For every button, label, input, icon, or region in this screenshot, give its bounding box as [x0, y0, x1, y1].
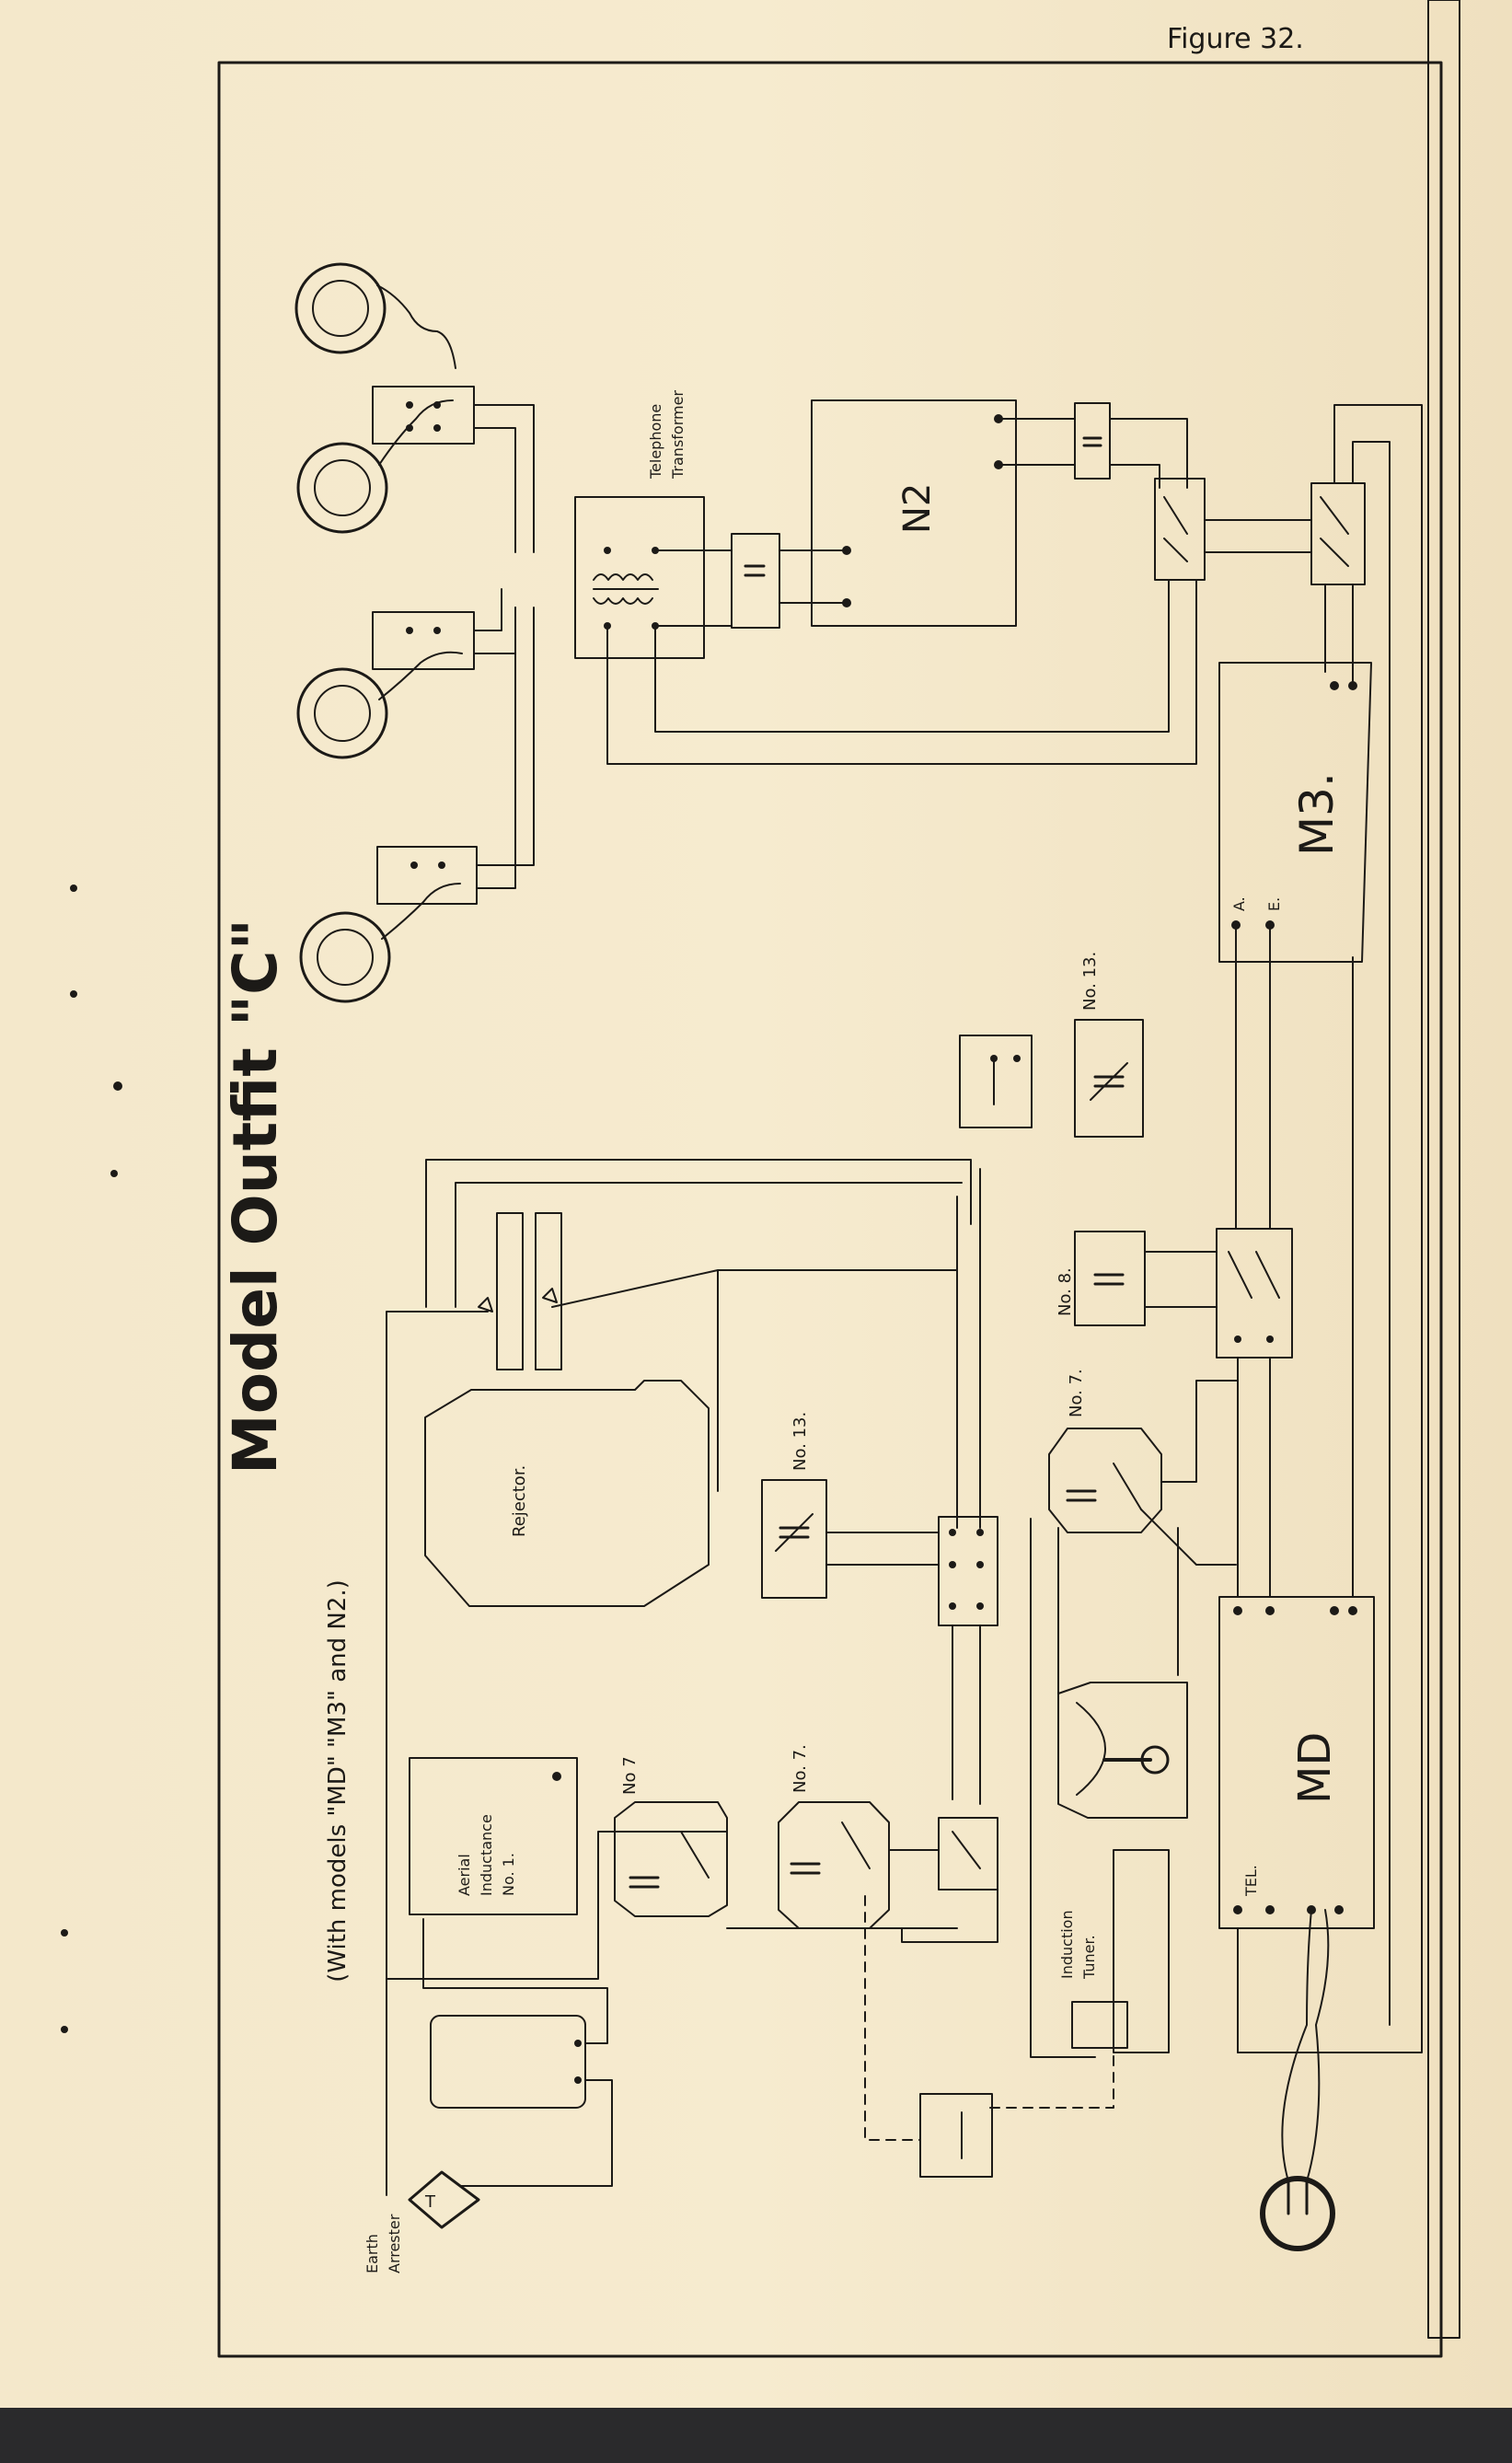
condenser-no7-mid-label: No. 7.: [791, 1744, 810, 1793]
earth-arrester-symbol: T: [424, 2192, 436, 2212]
condenser-no13-upper-label: No. 13.: [1080, 952, 1100, 1011]
m3-terminal-a: A.: [1230, 896, 1248, 911]
wire-no7-right: [1140, 1380, 1239, 1566]
earth-arrester-label-1: Earth: [364, 2234, 381, 2273]
wire-centre-vertical: [956, 1168, 981, 1529]
wire-switch-link: [1204, 519, 1312, 553]
headphones-set-2: [296, 651, 463, 1003]
wire-phones-1: [473, 404, 535, 553]
telephone-plug: [1260, 1909, 1335, 2251]
induction-tuner-label-2: Tuner.: [1080, 1935, 1098, 1980]
m3-label: M3.: [1290, 772, 1344, 856]
subtitle-group: (With models "MD" "M3" and N2.): [324, 1579, 352, 1983]
wire-aerial-left: [386, 1311, 489, 2196]
figure-label: Figure 32.: [1167, 23, 1304, 55]
telephone-transformer: [574, 496, 705, 659]
condenser-no13-lower: No. 13.: [761, 1412, 827, 1599]
wire-rejector-right: [551, 1269, 958, 1492]
wire-phones-2: [473, 588, 516, 654]
wire-md-links: [1237, 956, 1354, 2053]
condenser-no13-upper: No. 13.: [1074, 952, 1144, 1138]
condenser-no8: No. 8.: [1056, 1231, 1146, 1326]
aerial-inductance-label-2: Inductance: [478, 1814, 495, 1896]
switch-bottom: [919, 2093, 993, 2178]
induction-tuner-label-1: Induction: [1058, 1910, 1076, 1979]
condenser-no7-left-label: No 7: [620, 1756, 640, 1795]
rejector-slides: [478, 1212, 562, 1370]
telephone-transformer-label: Telephone Transformer: [647, 390, 687, 480]
telephone-transformer-label-2: Transformer: [669, 390, 687, 480]
page-edge-line: [1427, 0, 1460, 2339]
headphone-switch-1: [372, 386, 475, 445]
diagram-subtitle: (With models "MD" "M3" and N2.): [324, 1579, 352, 1983]
wire-no7-left: [386, 1831, 958, 1980]
wire-outer-right: [1237, 404, 1423, 2053]
switch-main: [1216, 1228, 1293, 1359]
wire-battery: [422, 1918, 613, 2187]
earth-arrester: T Earth Arrester: [364, 2170, 480, 2273]
headphones-set-1: [294, 262, 456, 534]
condenser-no13-lower-label: No. 13.: [791, 1412, 810, 1471]
wire-n2-condenser: [998, 418, 1188, 489]
dashed-lead: [864, 1895, 1114, 2141]
aerial-inductance-label-3: No. 1.: [500, 1853, 517, 1896]
condenser-no7-left: No 7: [614, 1756, 728, 1917]
switch-n2: [1154, 478, 1206, 581]
battery-unit: [430, 2015, 586, 2109]
telephone-transformer-label-1: Telephone: [647, 404, 664, 480]
n2-unit: N2: [811, 399, 1017, 627]
md-unit: MD TEL.: [1218, 1596, 1375, 1929]
wire-switch-md: [1237, 1357, 1271, 1598]
condenser-no7-right: No. 7.: [1048, 1369, 1162, 1533]
headphone-switch-2: [372, 611, 475, 670]
m3-terminal-e: E.: [1265, 897, 1283, 911]
m3-unit: M3. A. E.: [1218, 662, 1372, 963]
switch-centre: [938, 1516, 998, 1626]
aerial-inductance-label-1: Aerial: [456, 1854, 473, 1896]
wire-induction-tuner: [1030, 1518, 1179, 2058]
wire-no8-switch: [1144, 1251, 1218, 1308]
title-group: Model Outfit "C": [220, 919, 291, 1474]
wire-outer-right-2: [1352, 441, 1391, 2026]
diagram-frame: [217, 61, 1443, 2358]
scanner-bed-edge: [0, 2408, 1512, 2463]
switch-no13-upper: [959, 1035, 1033, 1128]
induction-tuner: Induction Tuner.: [1057, 1682, 1188, 2053]
headphone-switch-3: [376, 846, 478, 905]
wire-rejector-top: [425, 1159, 972, 1308]
aerial-inductance: Aerial Inductance No. 1.: [409, 1757, 578, 1915]
n2-label: N2: [896, 483, 939, 534]
md-label: MD: [1289, 1732, 1341, 1804]
switch-no7-mid: [938, 1817, 998, 1891]
condenser-no7-right-label: No. 7.: [1067, 1369, 1086, 1417]
earth-arrester-label-2: Arrester: [386, 2214, 403, 2273]
rejector-label: Rejector.: [510, 1465, 529, 1537]
wire-phones-3: [476, 607, 535, 889]
rejector-unit: Rejector.: [424, 1380, 710, 1607]
binding-holes: [61, 885, 122, 2033]
wire-m3-switch: [1235, 924, 1271, 1230]
switch-m3-top: [1310, 482, 1366, 585]
wire-transformer-n2: [654, 549, 848, 627]
md-tel-label: TEL.: [1242, 1865, 1260, 1897]
wire-no13-switch: [825, 1532, 981, 1805]
wire-transformer-loop: [606, 579, 1197, 765]
wire-switch-m3: [1324, 584, 1354, 682]
diagram-title: Model Outfit "C": [220, 919, 291, 1474]
condenser-no8-label: No. 8.: [1056, 1267, 1075, 1316]
condenser-transformer: [731, 533, 780, 629]
condenser-no7-mid: No. 7.: [778, 1744, 890, 1929]
condenser-n2: [1074, 402, 1111, 480]
